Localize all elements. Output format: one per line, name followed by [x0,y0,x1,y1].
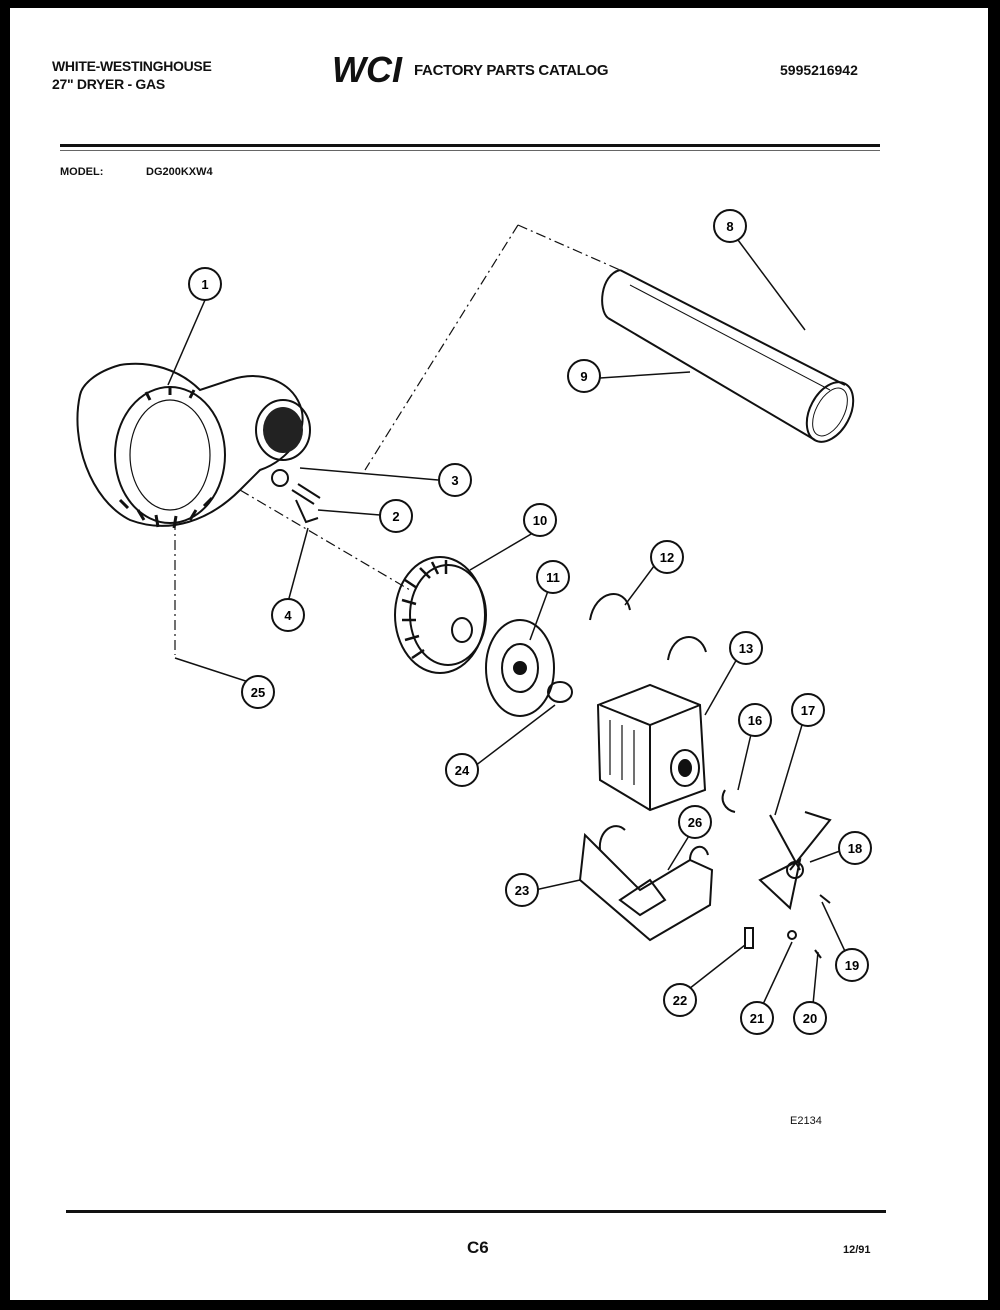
header-rule-thin [60,150,880,151]
bearing [547,681,573,703]
blower-wheel [394,556,487,674]
svg-text:26: 26 [688,815,702,830]
svg-text:9: 9 [580,369,587,384]
motor-bracket [578,825,714,942]
callout-23: 23 [505,873,539,907]
svg-text:1: 1 [201,277,208,292]
model-value: DG200KXW4 [146,166,213,178]
callout-16: 16 [738,703,772,737]
callout-1: 1 [188,267,222,301]
callout-8: 8 [713,209,747,243]
svg-text:13: 13 [739,641,753,656]
svg-text:2: 2 [392,509,399,524]
svg-text:25: 25 [251,685,265,700]
clip-13 [667,636,707,661]
wci-logo: WCI [332,50,403,88]
drive-motor [596,683,707,812]
idler-assembly [721,789,832,959]
callout-24: 24 [445,753,479,787]
callout-10: 10 [523,503,557,537]
catalog-sheet [10,8,988,1300]
callout-4: 4 [271,598,305,632]
header-rule [60,144,880,147]
svg-text:22: 22 [673,993,687,1008]
callouts: 1 2 3 4 8 9 10 11 12 13 16 17 18 19 20 2… [188,209,872,1035]
svg-text:12: 12 [660,550,674,565]
catalog-part-number: 5995216942 [780,62,858,78]
svg-text:10: 10 [533,513,547,528]
callout-26: 26 [678,805,712,839]
svg-text:4: 4 [284,608,292,623]
page-number: C6 [467,1238,489,1257]
svg-text:3: 3 [451,473,458,488]
callout-22: 22 [663,983,697,1017]
blower-housing [76,362,311,529]
callout-17: 17 [791,693,825,727]
svg-text:16: 16 [748,713,762,728]
callout-11: 11 [536,560,570,594]
brand-line-2: 27" DRYER - GAS [52,76,165,92]
callout-2: 2 [379,499,413,533]
svg-text:18: 18 [848,841,862,856]
callout-13: 13 [729,631,763,665]
wci-logo-text: WCI [332,50,403,88]
seal-disc [485,619,555,717]
svg-text:17: 17 [801,703,815,718]
catalog-date: 12/91 [843,1244,871,1256]
alignment-lines [174,224,621,655]
clip-12 [589,593,631,621]
callout-20: 20 [793,1001,827,1035]
svg-text:24: 24 [455,763,470,778]
svg-text:11: 11 [546,570,560,585]
svg-text:21: 21 [750,1011,764,1026]
callout-25: 25 [241,675,275,709]
svg-text:19: 19 [845,958,859,973]
callout-18: 18 [838,831,872,865]
catalog-title: FACTORY PARTS CATALOG [414,62,609,79]
leader-lines [167,239,851,1016]
callout-21: 21 [740,1001,774,1035]
exhaust-duct [601,269,855,443]
callout-19: 19 [835,948,869,982]
svg-text:8: 8 [726,219,733,234]
footer-rule [66,1210,886,1213]
diagram-code: E2134 [790,1115,822,1127]
callout-12: 12 [650,540,684,574]
svg-text:20: 20 [803,1011,817,1026]
callout-3: 3 [438,463,472,497]
callout-9: 9 [567,359,601,393]
duct-clamp [271,469,321,524]
model-label: MODEL: [60,166,104,178]
brand-line-1: WHITE-WESTINGHOUSE [52,58,212,74]
svg-text:23: 23 [515,883,529,898]
